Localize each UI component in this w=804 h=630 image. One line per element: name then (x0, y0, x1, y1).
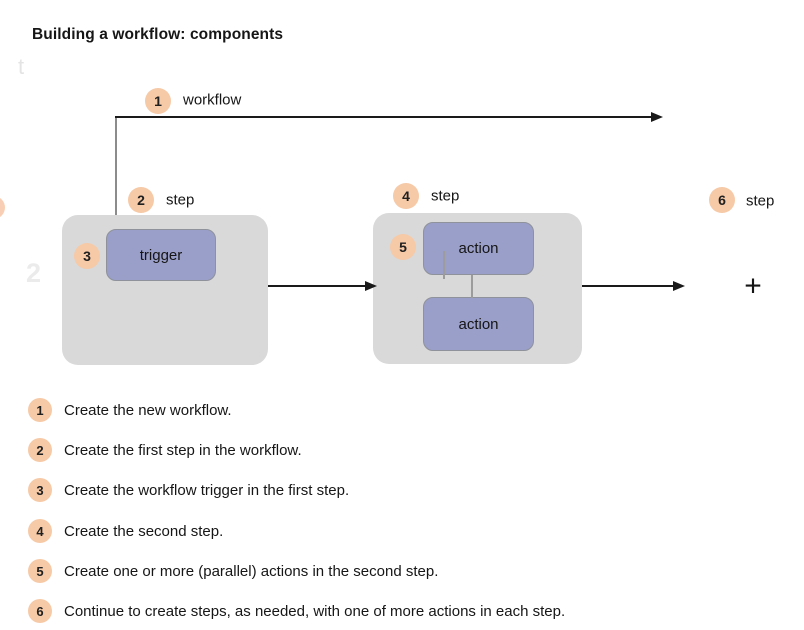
legend-badge-4: 4 (28, 519, 52, 543)
action-badge: 5 (390, 234, 416, 260)
second-step-label: step (431, 187, 460, 205)
action-node-2-label: action (458, 315, 499, 333)
legend-item-3: 3 Create the workflow trigger in the fir… (28, 478, 349, 502)
add-step-plus-icon: + (744, 269, 762, 303)
trigger-node-label: trigger (139, 246, 183, 264)
trigger-node: trigger (106, 229, 216, 281)
action-connector-line (471, 275, 473, 298)
ghost-letter: t (18, 54, 25, 79)
legend-text-6: Continue to create steps, as needed, wit… (64, 602, 566, 620)
workflow-drop-line (115, 117, 117, 215)
first-step-badge: 2 (128, 187, 154, 213)
legend-badge-3: 3 (28, 478, 52, 502)
trigger-badge: 3 (74, 243, 100, 269)
legend-item-1: 1 Create the new workflow. (28, 398, 232, 422)
ghost-number: 2 (26, 258, 42, 288)
legend-badge-1: 1 (28, 398, 52, 422)
step1-to-step2-arrow-line (268, 285, 365, 287)
action-node-2: action (423, 297, 534, 351)
workflow-label: workflow (183, 91, 242, 109)
more-steps-label: step (746, 192, 775, 210)
legend-text-2: Create the first step in the workflow. (64, 441, 302, 459)
legend-text-3: Create the workflow trigger in the first… (64, 481, 350, 499)
action-node-1: action (423, 222, 534, 275)
legend-text-5: Create one or more (parallel) actions in… (64, 562, 439, 580)
legend-text-4: Create the second step. (64, 522, 224, 540)
workflow-badge: 1 (145, 88, 171, 114)
legend-badge-2: 2 (28, 438, 52, 462)
ghost-badge-fragment (0, 196, 5, 219)
workflow-arrowhead-icon (651, 112, 663, 122)
legend-item-4: 4 Create the second step. (28, 519, 223, 543)
action-node-1-label: action (458, 240, 499, 257)
legend-badge-6: 6 (28, 599, 52, 623)
legend-item-6: 6 Continue to create steps, as needed, w… (28, 599, 565, 623)
legend-badge-5: 5 (28, 559, 52, 583)
action-connector-stub (443, 251, 445, 279)
more-steps-badge: 6 (709, 187, 735, 213)
legend-item-2: 2 Create the first step in the workflow. (28, 438, 302, 462)
legend-item-5: 5 Create one or more (parallel) actions … (28, 559, 438, 583)
step1-to-step2-arrowhead-icon (365, 281, 377, 291)
first-step-label: step (166, 191, 195, 209)
step2-to-next-arrow-line (582, 285, 673, 287)
page-title: Building a workflow: components (32, 26, 284, 43)
step2-to-next-arrowhead-icon (673, 281, 685, 291)
workflow-arrow-line (115, 116, 652, 118)
legend-text-1: Create the new workflow. (64, 401, 232, 419)
second-step-badge: 4 (393, 183, 419, 209)
